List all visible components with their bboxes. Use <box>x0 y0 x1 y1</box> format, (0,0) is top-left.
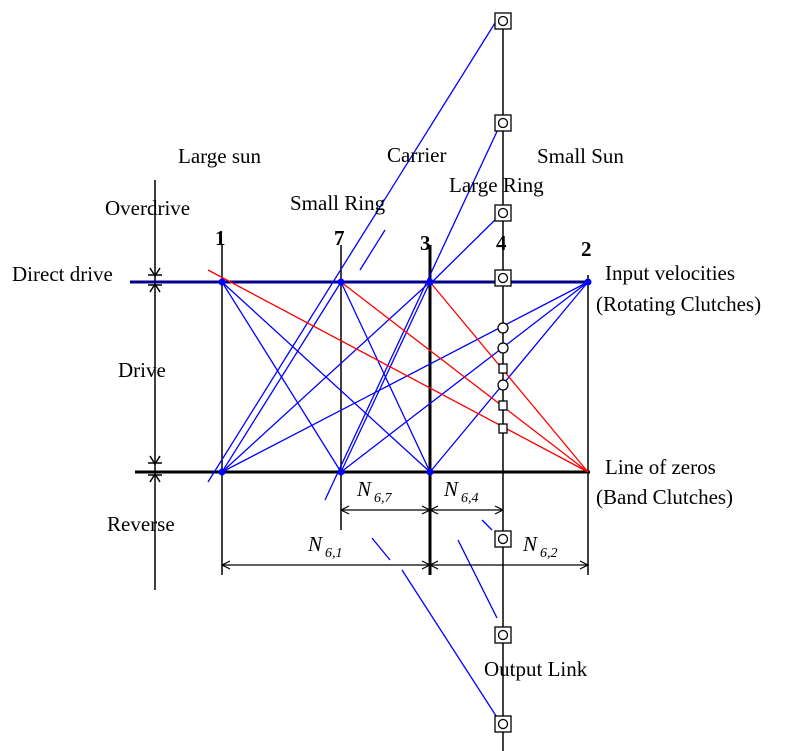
node-number-7: 7 <box>334 226 345 250</box>
clutch-symbols <box>494 12 512 733</box>
blue-lever-lines <box>207 14 589 723</box>
output-link-label: Output Link <box>484 657 588 681</box>
clutch-square-2 <box>498 400 508 411</box>
clutch-box-1 <box>494 12 512 30</box>
node-number-3: 3 <box>420 231 431 255</box>
clutch-square-3 <box>498 423 508 434</box>
speed-axis <box>148 180 162 590</box>
carrier-label: Carrier <box>387 143 446 167</box>
node-number-1: 1 <box>215 226 226 250</box>
member-verticals <box>221 25 589 751</box>
line-of-zeros-label: Line of zeros <box>605 455 716 479</box>
large-ring-label: Large Ring <box>449 173 544 197</box>
small-ring-label: Small Ring <box>290 191 386 215</box>
clutch-box-5 <box>494 530 512 548</box>
clutch-circle-1 <box>497 322 509 334</box>
clutch-box-2 <box>494 114 512 132</box>
clutch-square-1 <box>498 363 508 374</box>
overdrive-label: Overdrive <box>105 196 190 220</box>
dimension-lines <box>220 505 590 570</box>
clutch-circle-2 <box>497 342 509 354</box>
band-clutches-label: (Band Clutches) <box>596 485 733 509</box>
clutch-box-6 <box>494 626 512 644</box>
small-sun-label: Small Sun <box>537 144 624 168</box>
clutch-circle-3 <box>497 379 509 391</box>
node-number-4: 4 <box>496 231 507 255</box>
direct-drive-label: Direct drive <box>12 262 113 286</box>
rotating-clutches-label: (Rotating Clutches) <box>596 292 761 316</box>
node-number-2: 2 <box>581 237 592 261</box>
large-sun-label: Large sun <box>178 144 262 168</box>
clutch-box-3 <box>494 204 512 222</box>
node-dots <box>218 278 592 476</box>
drive-label: Drive <box>118 358 166 382</box>
red-lever-lines <box>207 269 589 473</box>
reverse-label: Reverse <box>107 512 175 536</box>
clutch-box-4 <box>494 269 512 287</box>
clutch-box-7 <box>494 715 512 733</box>
input-velocities-label: Input velocities <box>605 261 735 285</box>
